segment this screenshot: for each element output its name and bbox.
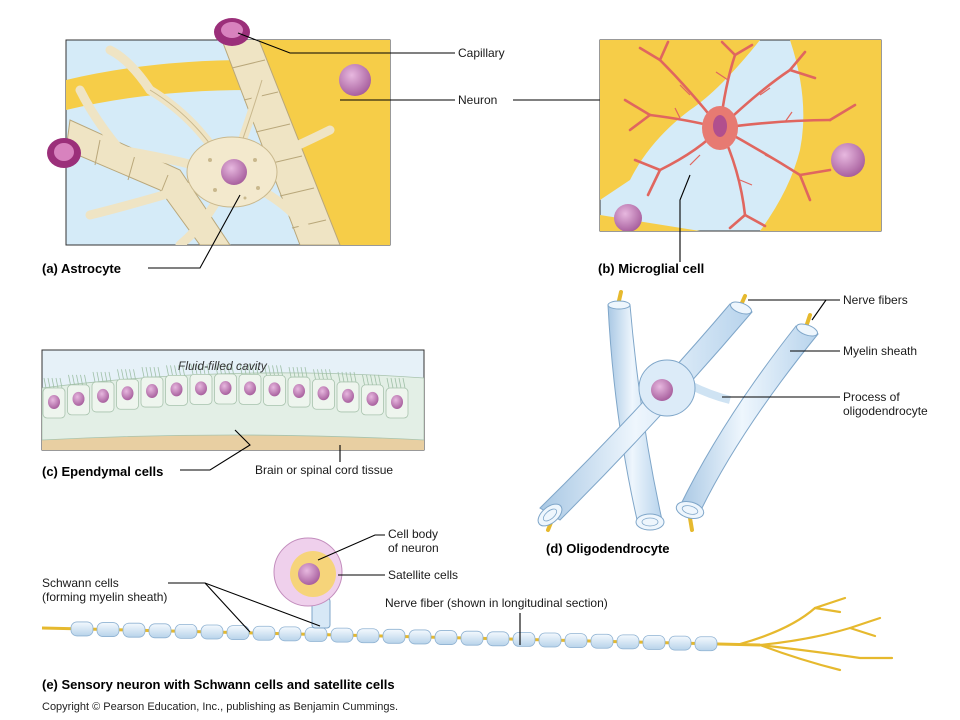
caption-d: (d) Oligodendrocyte [546,541,670,556]
label-brain-tissue: Brain or spinal cord tissue [255,463,393,477]
ependymal-cell [287,366,311,408]
schwann-cell [486,631,510,647]
ependymal-cell [91,371,115,413]
panel-c-ependymal: Fluid-filled cavity Brain or spinal cord… [41,349,425,479]
schwann-cell [122,622,146,638]
ependymal-cell [189,364,213,405]
label-capillary: Capillary [458,46,505,60]
panel-a-astrocyte: Capillary Neuron (a) Astrocyte [42,18,640,276]
ependymal-cell [42,377,66,419]
caption-e: (e) Sensory neuron with Schwann cells an… [42,677,395,692]
label-schwann-line2: (forming myelin sheath) [42,590,167,604]
schwann-cell [148,623,172,639]
label-fluid-cavity: Fluid-filled cavity [178,359,268,373]
label-cell-body-line1: Cell body [388,527,438,541]
astrocyte-nucleus [221,159,247,185]
schwann-cell [278,626,302,642]
schwann-cell [460,630,484,646]
ependymal-cell [67,374,90,416]
label-process-line2: oligodendrocyte [843,404,928,418]
ependymal-cell [312,369,335,410]
microglia-nucleus [713,115,727,137]
oligodendrocyte-nucleus [651,379,673,401]
schwann-cell [252,625,276,641]
schwann-cell [434,630,458,645]
schwann-cell [356,628,380,644]
capillary-end-left [47,138,81,168]
schwann-cell [382,628,406,644]
schwann-cell [200,624,224,640]
ependymal-cell [116,369,139,410]
schwann-cell [512,632,536,647]
axon-terminal-branches [738,596,894,672]
schwann-cell [616,634,640,650]
ependymal-cell [165,365,188,406]
ependymal-cell [336,371,360,413]
schwann-cell [96,622,120,637]
neuron-nucleus [339,64,371,96]
caption-b: (b) Microglial cell [598,261,704,276]
label-neuron: Neuron [458,93,497,107]
label-process-line1: Process of [843,390,900,404]
schwann-cell [564,633,588,649]
panel-d-oligodendrocyte: Nerve fibers Myelin sheath Process of ol… [537,290,928,556]
ependymal-cell-row [42,363,409,419]
schwann-cell [538,632,562,648]
schwann-cell [304,627,328,642]
panel-e-sensory-neuron: Cell body of neuron Satellite cells Schw… [41,527,894,692]
schwann-cell [694,636,718,652]
capillary-end-top [214,18,250,46]
schwann-cell-row [70,621,718,652]
label-cell-body-line2: of neuron [388,541,439,555]
panel-b-microglia: (b) Microglial cell [598,39,882,276]
ependymal-cell [238,364,262,405]
ependymal-cell [214,363,237,405]
neuron-cell-body-nucleus [298,563,320,585]
label-satellite-cells: Satellite cells [388,568,458,582]
ependymal-cell [140,366,164,408]
caption-c: (c) Ependymal cells [42,464,163,479]
copyright-notice: Copyright © Pearson Education, Inc., pub… [42,701,398,713]
schwann-cell [174,624,198,639]
label-nerve-fibers: Nerve fibers [843,293,908,307]
ependymal-cell [385,377,409,419]
caption-a: (a) Astrocyte [42,261,121,276]
schwann-cell [70,621,94,637]
label-nerve-fiber: Nerve fiber (shown in longitudinal secti… [385,596,608,610]
ependymal-cell [361,374,384,416]
ependymal-cell [263,365,286,406]
schwann-cell [668,635,692,651]
label-schwann-line1: Schwann cells [42,576,119,590]
label-myelin-sheath: Myelin sheath [843,344,917,358]
schwann-cell [330,627,354,643]
schwann-cell [590,633,614,649]
schwann-cell [226,625,250,641]
schwann-cell [408,629,432,645]
schwann-cell [642,635,666,650]
